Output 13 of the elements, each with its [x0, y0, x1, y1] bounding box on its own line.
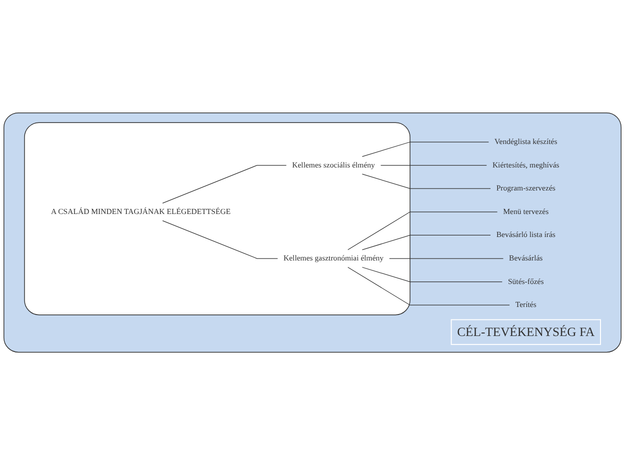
connector [362, 174, 491, 190]
cluster [4, 112, 622, 354]
connector [389, 258, 504, 260]
connector [362, 142, 489, 158]
connector [162, 220, 278, 260]
connector [362, 235, 491, 251]
connector [348, 267, 510, 306]
cluster [24, 122, 410, 316]
connector [348, 212, 498, 251]
node-box: CÉL-TEVÉKENYSÉG FA [450, 320, 601, 346]
connector [362, 267, 502, 283]
connector [162, 165, 287, 204]
connector [380, 165, 487, 166]
